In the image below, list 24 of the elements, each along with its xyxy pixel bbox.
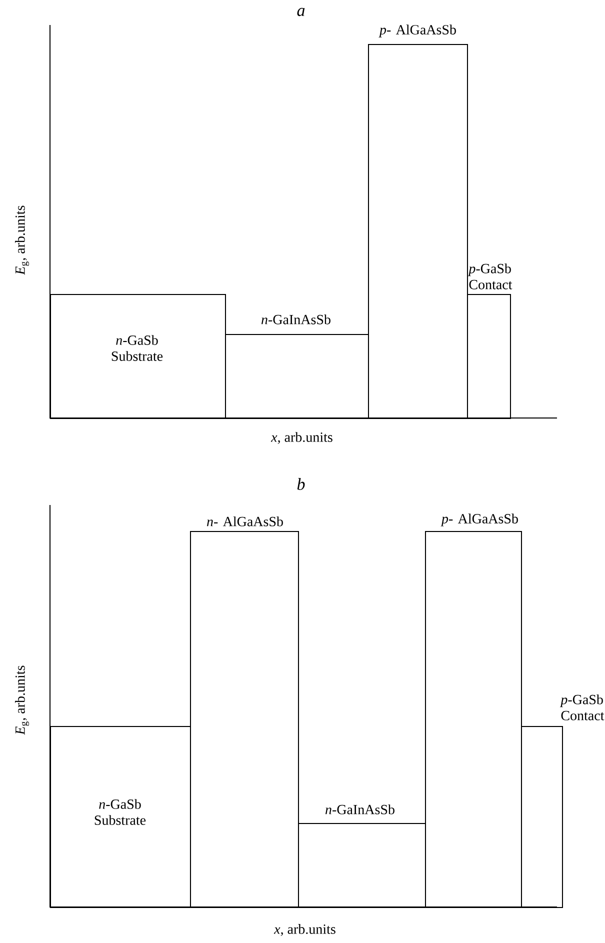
layer-label: p- AlGaAsSb [440, 514, 518, 526]
layer-label: p-GaSb Contact [560, 694, 604, 720]
layer-label: n-GaInAsSb [326, 804, 394, 814]
band-bar [521, 694, 604, 908]
band-bar [190, 516, 299, 908]
panel-letter: b [297, 478, 305, 490]
band-bar [50, 294, 226, 419]
axis-label: E$_{g}$, arb.units [15, 206, 29, 275]
layer-label: n-GaSb Substrate [112, 335, 163, 361]
axis-label: E$_{g}$, arb.units [15, 666, 29, 735]
panel-letter: a [297, 8, 305, 16]
axis-label: x, arb.units [270, 432, 332, 444]
axis-label: x, arb.units [274, 924, 336, 936]
band-bar [368, 24, 468, 419]
band-bar [425, 514, 522, 908]
band-bar [225, 314, 369, 419]
layer-label: n- AlGaAsSb [207, 516, 283, 526]
band-bar [467, 263, 512, 419]
layer-label: p-GaSb Contact [468, 263, 512, 290]
layer-label: p- AlGaAsSb [378, 24, 456, 38]
layer-label: n-GaSb Substrate [94, 799, 146, 825]
layer-label: n-GaInAsSb [262, 314, 330, 324]
band-bar [298, 804, 426, 908]
band-bar [50, 726, 191, 908]
